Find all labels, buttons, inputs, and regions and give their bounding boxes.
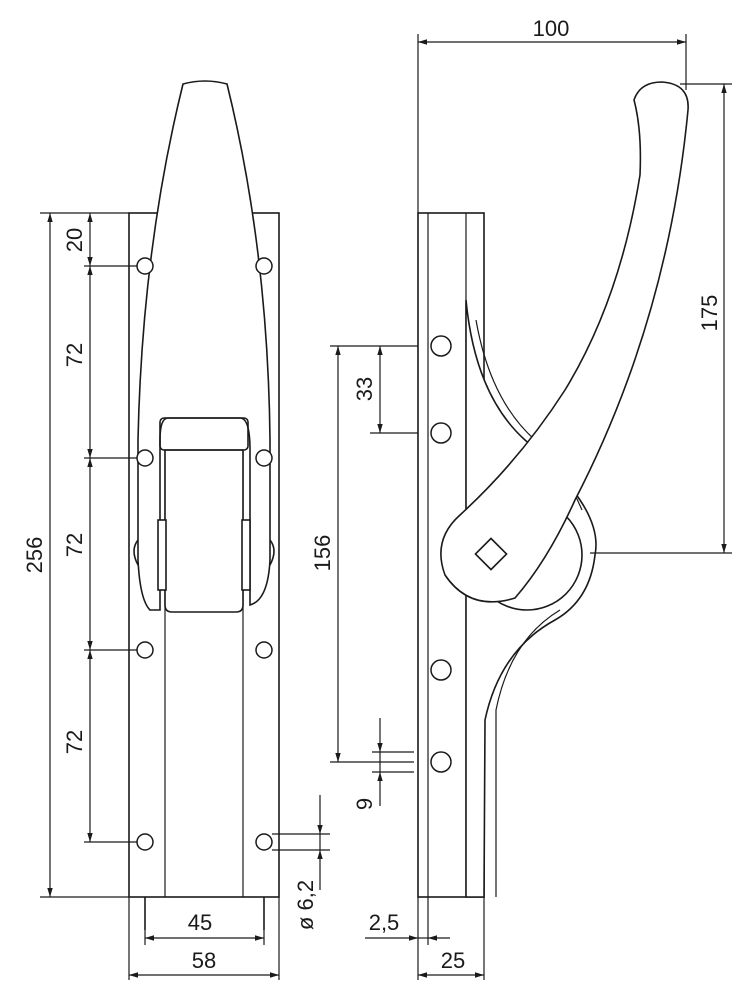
label-handle-reach: 100 (533, 16, 570, 41)
front-hole (255, 257, 273, 275)
front-handle-blade (137, 80, 271, 611)
front-hole (136, 833, 154, 851)
label-side-depth: 25 (441, 948, 465, 973)
dimension-labels: 256 20 72 72 72 45 58 ø 6,2 100 175 33 1… (22, 16, 722, 973)
side-view (417, 81, 689, 898)
front-view (128, 80, 280, 930)
label-side-hole-spacing: 33 (352, 377, 377, 401)
label-latch-gap: 9 (352, 798, 377, 810)
side-spindle-square (474, 537, 508, 571)
front-hole (136, 257, 154, 275)
side-hole (430, 422, 452, 444)
side-hole (430, 751, 452, 773)
label-hole-diameter: ø 6,2 (293, 880, 318, 930)
label-outer-width: 58 (192, 948, 216, 973)
front-hole (136, 449, 154, 467)
front-hole (255, 449, 273, 467)
label-overall-height: 256 (22, 537, 47, 574)
label-hole-pitch-1: 72 (62, 343, 87, 367)
label-hole-pitch-2: 72 (62, 533, 87, 557)
front-hole (255, 833, 273, 851)
label-plate-thickness: 2,5 (369, 910, 400, 935)
side-dimensions (330, 34, 732, 980)
front-hole (255, 641, 273, 659)
label-handle-height: 175 (697, 295, 722, 332)
label-side-hole-span: 156 (310, 535, 335, 572)
side-hole (430, 335, 452, 357)
side-hole (430, 659, 452, 681)
front-latch-block (164, 449, 244, 613)
label-inner-width: 45 (188, 910, 212, 935)
front-hole (136, 641, 154, 659)
label-top-offset: 20 (62, 228, 87, 252)
label-hole-pitch-3: 72 (62, 730, 87, 754)
front-bottom-tab (144, 897, 265, 930)
side-lever (440, 81, 689, 603)
front-dimensions (40, 212, 330, 980)
